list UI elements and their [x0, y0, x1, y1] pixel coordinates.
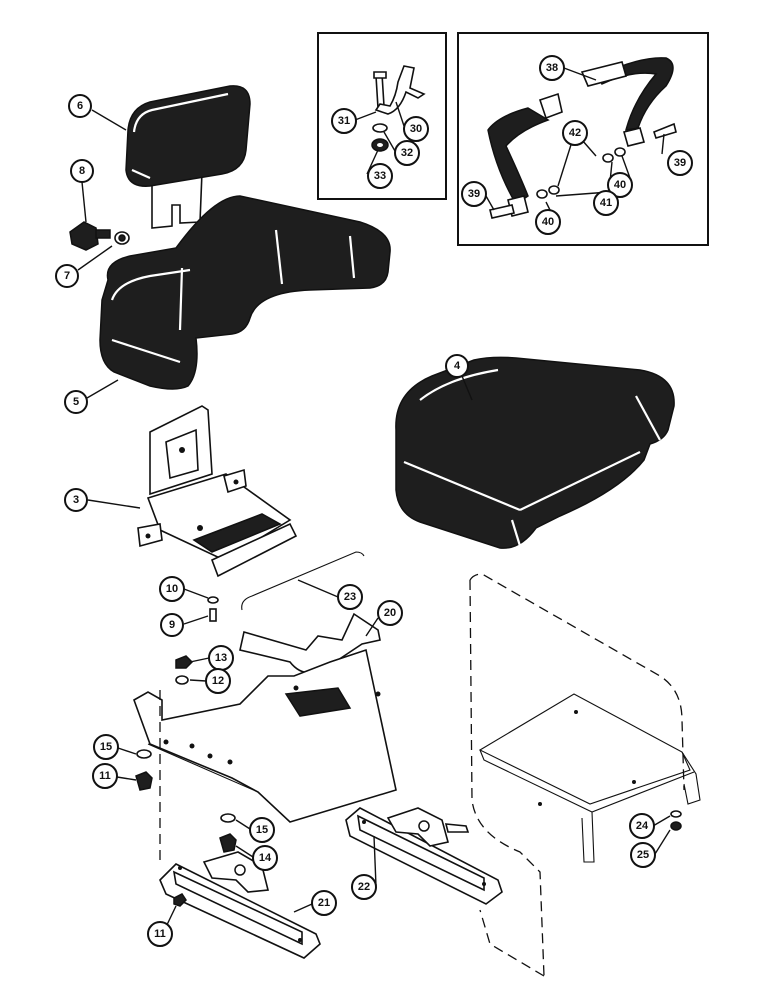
callout-6: 6 [68, 94, 92, 118]
svg-text:22: 22 [358, 881, 370, 893]
armrest-pad [99, 195, 391, 390]
svg-text:39: 39 [468, 188, 480, 200]
callout-11-bottom: 11 [147, 921, 173, 947]
callout-11-left: 11 [92, 763, 118, 789]
shield-nut-washer [670, 810, 682, 831]
svg-text:11: 11 [154, 928, 166, 940]
svg-text:4: 4 [454, 360, 461, 372]
svg-text:40: 40 [542, 216, 554, 228]
callout-40-right: 40 [607, 172, 633, 198]
svg-text:11: 11 [99, 770, 111, 782]
svg-text:9: 9 [169, 619, 175, 631]
svg-text:42: 42 [569, 127, 581, 139]
svg-text:31: 31 [338, 115, 350, 127]
svg-text:30: 30 [410, 123, 422, 135]
adjust-knob [69, 221, 130, 251]
center-washer-bolt-set [219, 813, 237, 853]
lower-shield [478, 693, 701, 863]
callout-15-center: 15 [249, 817, 275, 843]
callout-22: 22 [351, 874, 377, 900]
adjust-rod [241, 551, 365, 611]
callout-7: 7 [55, 264, 79, 288]
callout-3: 3 [64, 488, 88, 512]
callout-41: 41 [593, 190, 619, 216]
svg-text:6: 6 [77, 100, 83, 112]
dashed-seat-outline [159, 573, 685, 977]
callout-4: 4 [445, 354, 469, 378]
left-washer-bolt-set [135, 749, 153, 791]
svg-text:41: 41 [600, 197, 612, 209]
callout-14: 14 [252, 845, 278, 871]
svg-text:3: 3 [73, 494, 79, 506]
callout-32: 32 [394, 140, 420, 166]
right-seat-slide [345, 807, 503, 905]
callout-5: 5 [64, 390, 88, 414]
callout-13: 13 [208, 645, 234, 671]
seat-belt [487, 57, 677, 219]
callout-42: 42 [562, 120, 588, 146]
svg-text:23: 23 [344, 591, 356, 603]
svg-text:15: 15 [256, 824, 268, 836]
callout-25: 25 [630, 842, 656, 868]
svg-text:8: 8 [79, 165, 85, 177]
callout-23: 23 [337, 584, 363, 610]
callout-12: 12 [205, 668, 231, 694]
callout-8: 8 [70, 159, 94, 183]
svg-text:25: 25 [637, 849, 649, 861]
svg-text:33: 33 [374, 170, 386, 182]
svg-text:7: 7 [64, 270, 70, 282]
svg-text:39: 39 [674, 157, 686, 169]
callout-40-left: 40 [535, 209, 561, 235]
callout-15-left: 15 [93, 734, 119, 760]
inset-box-seat-belt [457, 32, 709, 246]
callout-9: 9 [160, 613, 184, 637]
svg-text:21: 21 [318, 897, 330, 909]
svg-text:10: 10 [166, 583, 178, 595]
svg-text:14: 14 [259, 852, 272, 864]
svg-text:15: 15 [100, 741, 112, 753]
svg-text:5: 5 [73, 396, 79, 408]
seat-pan-bracket [137, 405, 298, 578]
callout-39-right: 39 [667, 150, 693, 176]
nut-washer-set [175, 655, 194, 685]
callout-33: 33 [367, 163, 393, 189]
lower-bolt [173, 893, 187, 907]
callout-10: 10 [159, 576, 185, 602]
svg-text:38: 38 [546, 62, 558, 74]
svg-text:12: 12 [212, 675, 224, 687]
support-bracket [133, 612, 397, 823]
bracket-hardware [371, 65, 426, 152]
callout-21: 21 [311, 890, 337, 916]
seat-cushion [395, 356, 675, 549]
inset-box-bracket [317, 32, 447, 200]
callout-20: 20 [377, 600, 403, 626]
svg-text:24: 24 [636, 820, 649, 832]
svg-text:40: 40 [614, 179, 626, 191]
callout-24: 24 [629, 813, 655, 839]
callout-39-left: 39 [461, 181, 487, 207]
callout-31: 31 [331, 108, 357, 134]
washer-bolt-set [207, 596, 219, 622]
svg-text:32: 32 [401, 147, 413, 159]
backrest-cushion [125, 85, 251, 229]
callout-38: 38 [539, 55, 565, 81]
svg-text:20: 20 [384, 607, 396, 619]
left-seat-slide [159, 851, 321, 959]
callout-30: 30 [403, 116, 429, 142]
svg-text:13: 13 [215, 652, 227, 664]
